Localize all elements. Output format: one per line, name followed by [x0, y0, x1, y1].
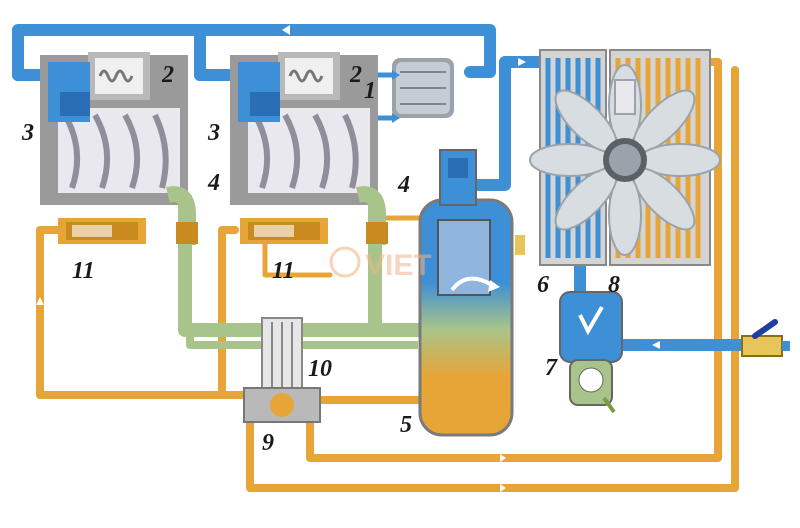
spring-icon	[288, 69, 324, 83]
label-11: 11	[272, 258, 295, 284]
separator-tank	[418, 149, 525, 437]
label-6: 6	[537, 272, 549, 298]
flow-arrows	[36, 25, 660, 492]
labels: 1 2 2 3 3 4 4 5 6 7 8 9 10 11 11	[21, 62, 620, 456]
label-9: 9	[262, 430, 274, 456]
label-11: 11	[72, 258, 95, 284]
label-2: 2	[349, 62, 362, 88]
label-4: 4	[397, 172, 410, 198]
moisture-separator	[559, 291, 623, 414]
label-4: 4	[207, 170, 220, 196]
separator-element	[437, 219, 491, 296]
air-filter	[376, 58, 454, 123]
label-2: 2	[161, 62, 174, 88]
watermark: VIET	[329, 246, 432, 282]
oil-filter	[261, 317, 303, 391]
label-10: 10	[308, 356, 332, 382]
sight-glass	[515, 235, 525, 255]
cooling-fan-icon	[529, 64, 721, 256]
label-7: 7	[545, 355, 558, 381]
thermostatic-valve	[243, 387, 321, 423]
label-5: 5	[400, 412, 412, 438]
ball-valve-icon[interactable]	[741, 319, 790, 357]
compressor-block-left	[40, 52, 198, 245]
label-3: 3	[207, 120, 220, 146]
label-3: 3	[21, 120, 34, 146]
compressor-block-right	[230, 52, 388, 245]
spring-icon	[98, 69, 134, 83]
label-1: 1	[364, 78, 376, 104]
label-8: 8	[608, 272, 620, 298]
svg-text:VIET: VIET	[365, 249, 432, 282]
